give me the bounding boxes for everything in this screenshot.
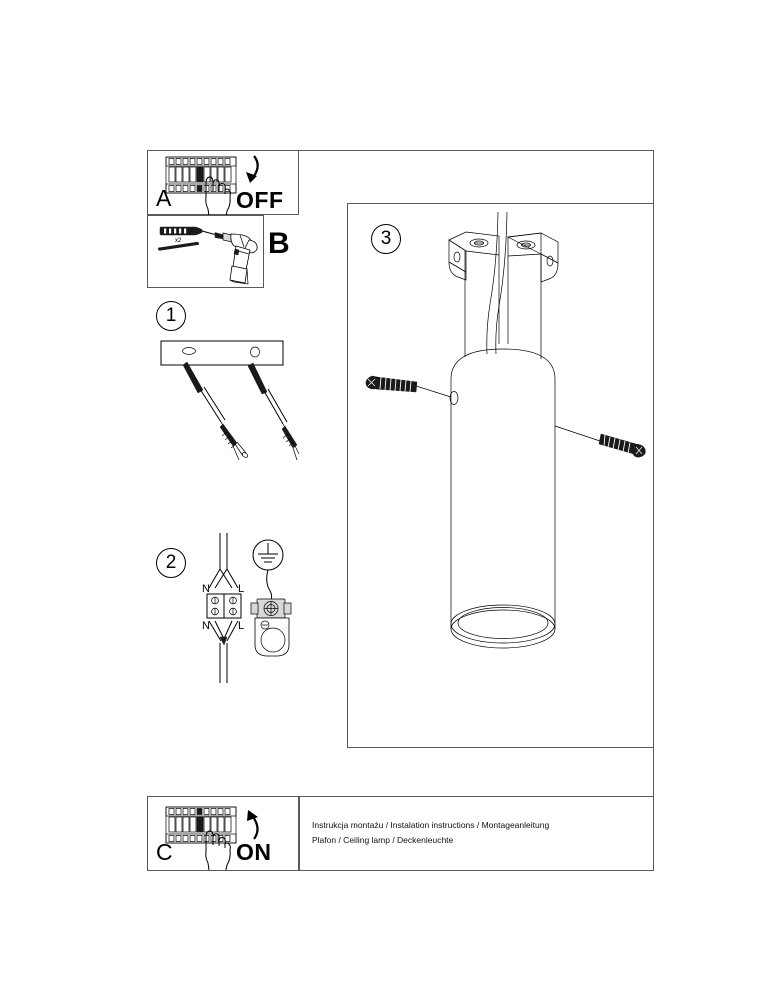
earth-ground-icon <box>250 539 292 657</box>
mounting-screw-icon <box>554 425 646 458</box>
curved-arrow-up-icon <box>247 810 259 840</box>
hand-pointing-icon <box>205 176 231 217</box>
panel-a-letter: A <box>156 185 172 211</box>
terminal-label-n-top: N <box>202 583 210 595</box>
curved-arrow-down-icon <box>246 155 259 183</box>
panel-a-power-off: A OFF <box>147 150 299 217</box>
stripped-cable-icon <box>182 361 249 461</box>
panel-c-power-on: C ON <box>147 796 299 871</box>
mounting-screw-icon <box>365 375 459 405</box>
footer-line-1: Instrukcja montażu / Instalation instruc… <box>312 820 550 830</box>
screw-icon <box>157 241 200 251</box>
panel-c-letter: C <box>156 839 173 865</box>
stripped-cable-icon <box>247 362 300 461</box>
hand-pointing-icon <box>205 830 231 871</box>
wall-plug-icon <box>159 226 203 236</box>
panel-a-action-word: OFF <box>236 187 284 213</box>
panel-footer: Instrukcja montażu / Instalation instruc… <box>299 796 654 871</box>
footer-line-2: Plafon / Ceiling lamp / Deckenleuchte <box>312 835 454 845</box>
panel-step-1: 1 <box>147 288 300 531</box>
cylinder-lamp-icon <box>365 211 646 649</box>
terminal-block-icon <box>206 533 242 683</box>
panel-b-drill: x2 <box>147 215 264 288</box>
panel-c-action-word: ON <box>236 839 272 865</box>
step-1-number: 1 <box>156 301 186 331</box>
step-3-number: 3 <box>371 224 401 254</box>
quantity-label: x2 <box>175 238 182 244</box>
earth-terminal-icon <box>250 598 292 657</box>
terminal-label-l-bottom: L <box>238 620 245 632</box>
panel-step-3: 3 <box>347 203 654 748</box>
step-2-number: 2 <box>156 548 186 578</box>
ceiling-plate-icon <box>160 340 300 461</box>
panel-b-letter-box: B <box>264 215 299 288</box>
fuse-box-icon <box>165 806 237 844</box>
mounting-bracket-icon <box>448 231 500 281</box>
supply-cable-icon <box>486 211 508 355</box>
panel-step-2: 2 N L N L <box>147 531 299 796</box>
power-drill-icon <box>201 230 258 285</box>
panel-b-letter: B <box>268 227 290 260</box>
instruction-sheet: A OFF <box>147 150 654 871</box>
panel-b-parts <box>157 226 203 251</box>
terminal-label-n-bottom: N <box>202 620 210 632</box>
mounting-bracket-icon <box>506 232 559 283</box>
fuse-box-icon <box>165 156 237 194</box>
terminal-label-l-top: L <box>238 583 245 595</box>
